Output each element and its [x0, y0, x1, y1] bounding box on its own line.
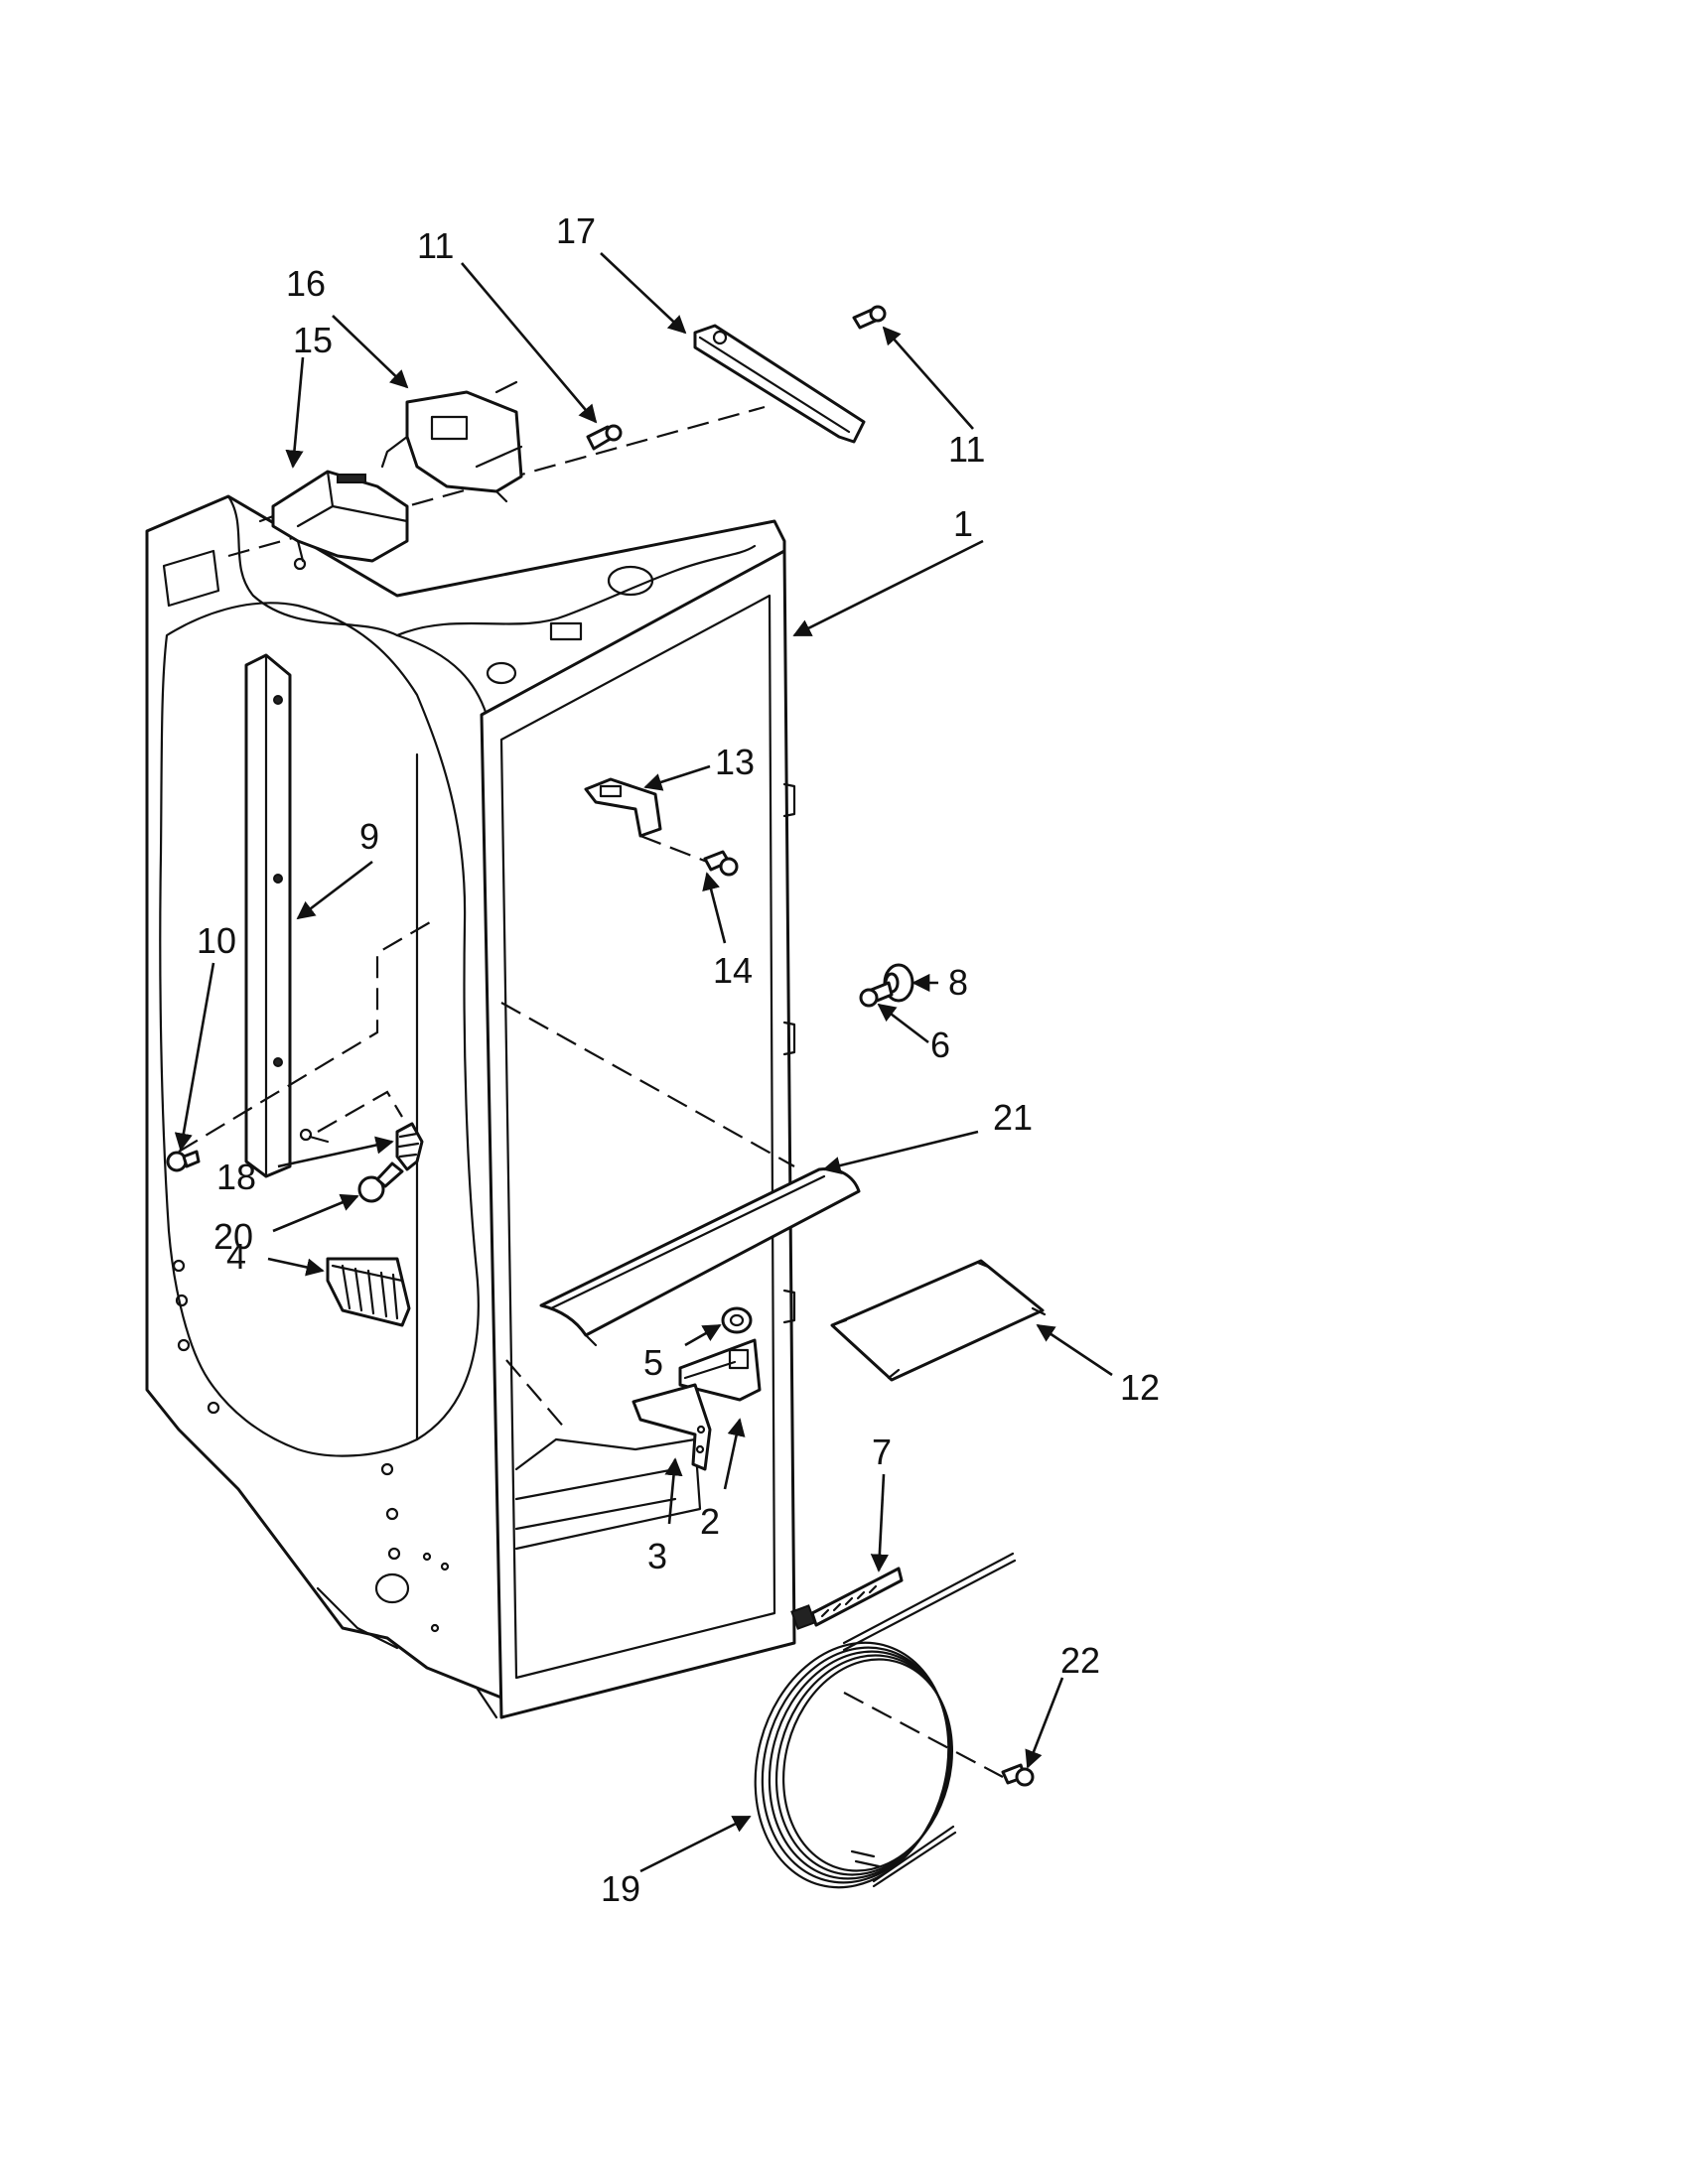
light-socket [299, 1122, 424, 1171]
callout-2: 2 [700, 1501, 720, 1542]
callout-8: 8 [948, 962, 968, 1003]
water-line-coil [754, 1552, 1017, 1889]
control-bracket [380, 380, 523, 503]
top-trim [693, 324, 866, 444]
clip-plate [632, 1383, 712, 1471]
callout-5: 5 [643, 1342, 663, 1383]
bushing [721, 1306, 753, 1334]
callout-11-right: 11 [948, 429, 985, 470]
screw [852, 305, 887, 330]
alignment-line [178, 917, 438, 1153]
switch-bracket [678, 1338, 762, 1402]
shelf-bracket [584, 777, 708, 864]
cabinet-liner [145, 494, 796, 1719]
callout-1: 1 [953, 503, 973, 544]
callout-16: 16 [286, 263, 326, 304]
callout-6: 6 [930, 1024, 950, 1065]
vertical-shelf-rail [244, 653, 292, 1178]
screw [586, 424, 623, 451]
callout-22: 22 [1060, 1640, 1100, 1681]
vent-grille [326, 1257, 411, 1327]
light-bulb [357, 1161, 404, 1203]
callout-13: 13 [715, 742, 755, 782]
alignment-line [505, 1359, 567, 1431]
callout-labels: 1 2 3 4 5 6 7 8 9 10 11 11 12 13 14 15 1… [197, 210, 1160, 1909]
control-housing [258, 470, 409, 571]
callout-4: 4 [226, 1236, 246, 1277]
callout-18: 18 [216, 1157, 256, 1197]
alignment-line [317, 1090, 403, 1133]
callout-9: 9 [359, 816, 379, 857]
screw [703, 850, 739, 877]
hinge-bushing [859, 963, 914, 1008]
callout-10: 10 [197, 920, 236, 961]
callout-12: 12 [1120, 1367, 1160, 1408]
glass-shelf [830, 1259, 1047, 1382]
callout-19: 19 [601, 1868, 640, 1909]
callout-14: 14 [713, 950, 753, 991]
callout-15: 15 [293, 320, 333, 360]
leader-lines [174, 252, 1113, 1873]
alignment-line [227, 405, 766, 558]
alignment-line [500, 1002, 795, 1167]
callout-7: 7 [872, 1432, 892, 1472]
callout-17: 17 [556, 210, 596, 251]
callout-11-top: 11 [417, 225, 454, 266]
cable-tie [790, 1567, 904, 1630]
alignment-line [843, 1692, 1004, 1778]
callout-21: 21 [993, 1097, 1033, 1138]
callout-20: 20 [213, 1216, 253, 1257]
screw [166, 1150, 201, 1172]
screw [1001, 1763, 1035, 1787]
callout-3: 3 [647, 1536, 667, 1576]
